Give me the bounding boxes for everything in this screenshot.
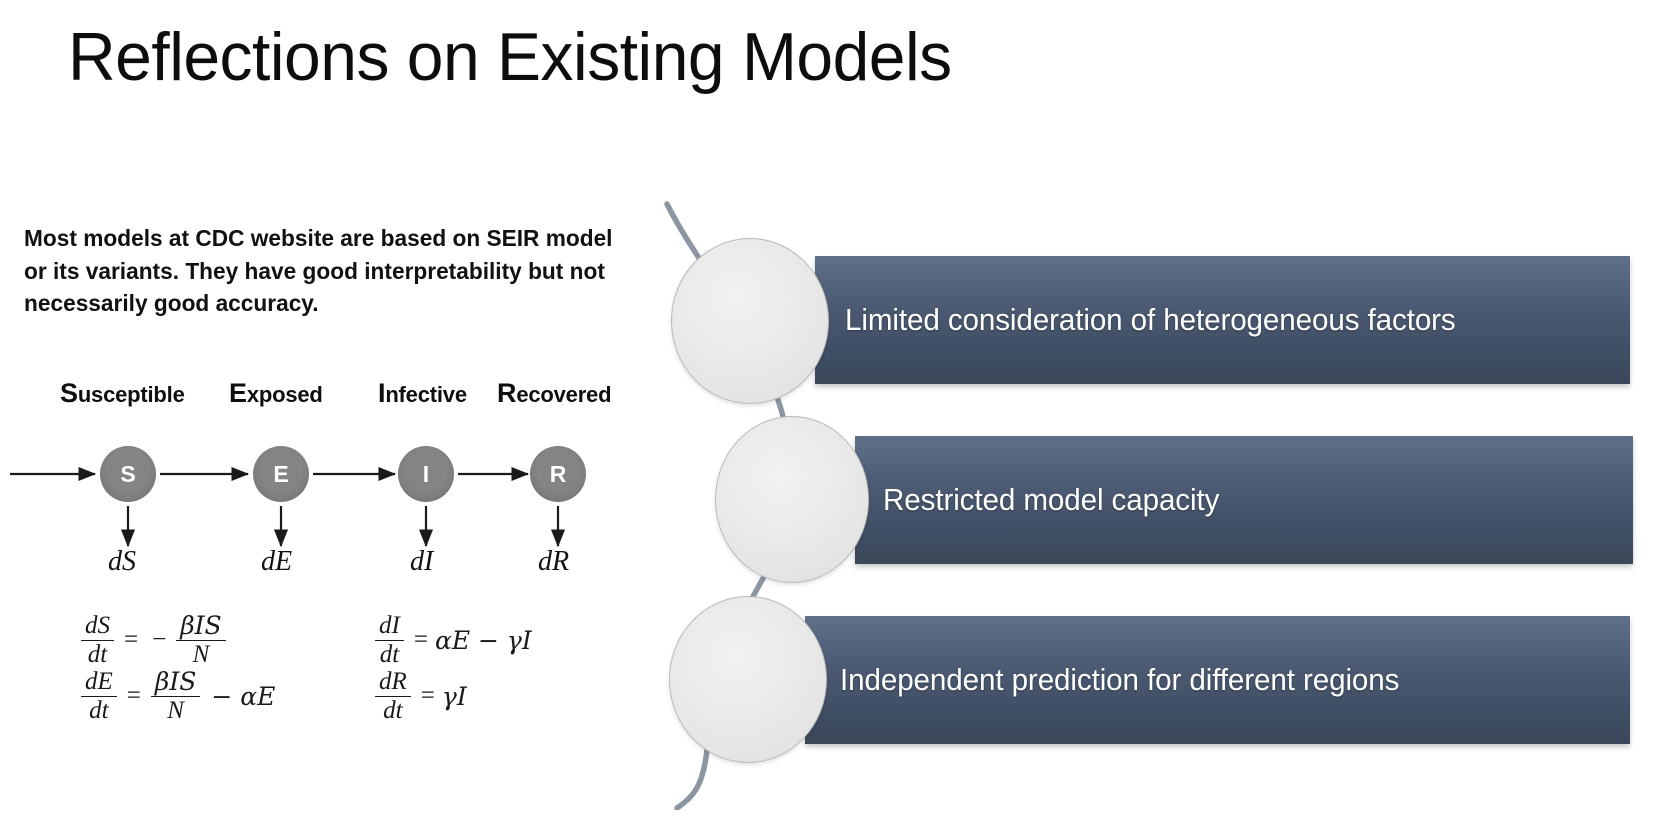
seir-outflow-de: dE (261, 546, 293, 577)
seir-label-recovered: Recovered (497, 378, 612, 409)
fraction-numerator: dE (81, 669, 117, 697)
minus-sign: − (152, 626, 167, 653)
fraction-bis-n: βIS N (150, 669, 201, 724)
seir-label-exposed: Exposed (229, 378, 323, 409)
fraction-denominator: dt (379, 640, 400, 668)
fraction-dr-dt: dR dt (375, 669, 411, 723)
fraction-numerator: dI (375, 613, 404, 641)
limitation-banner-2-label: Restricted model capacity (883, 482, 1220, 517)
fraction-numerator: dS (81, 613, 114, 641)
equals-sign: = (126, 682, 141, 709)
seir-label-rest: nfective (385, 382, 467, 407)
fraction-numerator: dR (375, 669, 411, 697)
equation-rhs: αE − γI (434, 625, 532, 655)
equation-di-dt: dI dt = αE − γI (372, 612, 532, 668)
seir-arrows (10, 466, 566, 548)
limitation-bubble-3[interactable] (669, 596, 827, 763)
equation-de-dt: dE dt = βIS N − αE (78, 668, 275, 724)
equation-ds-dt: dS dt = − βIS N (78, 612, 275, 668)
equation-column-right: dI dt = αE − γI dR dt = γI (372, 612, 532, 724)
fraction-ds-dt: dS dt (81, 613, 114, 667)
limitation-banner-3-label: Independent prediction for different reg… (840, 662, 1400, 697)
limitation-bubble-1[interactable] (671, 238, 829, 404)
seir-label-susceptible: Susceptible (60, 378, 185, 409)
equation-dr-dt: dR dt = γI (372, 668, 532, 724)
limitation-banner-1[interactable]: Limited consideration of heterogeneous f… (815, 256, 1630, 384)
seir-node-e[interactable]: E (253, 446, 309, 502)
fraction-di-dt: dI dt (375, 613, 404, 667)
equation-rhs: γI (441, 681, 467, 711)
seir-outflow-dr: dR (538, 546, 570, 577)
fraction-denominator: N (167, 696, 184, 724)
seir-label-initial: I (378, 378, 386, 408)
limitation-bubble-2[interactable] (715, 416, 869, 583)
limitation-banner-1-label: Limited consideration of heterogeneous f… (845, 302, 1456, 337)
fraction-de-dt: dE dt (81, 669, 117, 723)
equals-sign: = (124, 626, 139, 653)
page-title: Reflections on Existing Models (68, 19, 952, 95)
fraction-denominator: dt (383, 696, 403, 724)
equation-column-left: dS dt = − βIS N dE dt = βIS N (78, 612, 275, 724)
seir-label-infective: Infective (378, 378, 467, 409)
fraction-denominator: dt (87, 640, 108, 668)
equals-sign: = (413, 626, 428, 653)
seir-outflow-ds: dS (108, 546, 136, 577)
fraction-denominator: dt (89, 696, 109, 724)
seir-equations: dS dt = − βIS N dE dt = βIS N (0, 612, 660, 792)
seir-node-r[interactable]: R (530, 446, 586, 502)
equals-sign: = (420, 682, 435, 709)
fraction-numerator: βIS (176, 613, 226, 641)
seir-label-initial: E (229, 378, 247, 408)
seir-outflow-di: dI (410, 546, 434, 577)
limitation-banner-3[interactable]: Independent prediction for different reg… (805, 616, 1630, 744)
fraction-denominator: N (192, 640, 210, 668)
seir-label-rest: ecovered (516, 382, 612, 407)
fraction-bis-n: βIS N (176, 613, 226, 668)
equation-tail: − αE (211, 681, 276, 711)
seir-flow-diagram: S E I R dS dE dI dR (0, 428, 660, 608)
seir-label-initial: R (497, 378, 517, 408)
limitation-banner-2[interactable]: Restricted model capacity (855, 436, 1633, 564)
seir-compartment-labels: Susceptible Exposed Infective Recovered (0, 378, 660, 418)
seir-label-rest: usceptible (77, 382, 185, 407)
limitations-panel: Limited consideration of heterogeneous f… (655, 190, 1660, 810)
seir-label-rest: xposed (246, 382, 323, 407)
seir-node-s[interactable]: S (100, 446, 156, 502)
seir-label-initial: S (60, 378, 78, 408)
seir-node-i[interactable]: I (398, 446, 454, 502)
body-paragraph: Most models at CDC website are based on … (24, 225, 613, 316)
fraction-numerator: βIS (150, 669, 201, 697)
